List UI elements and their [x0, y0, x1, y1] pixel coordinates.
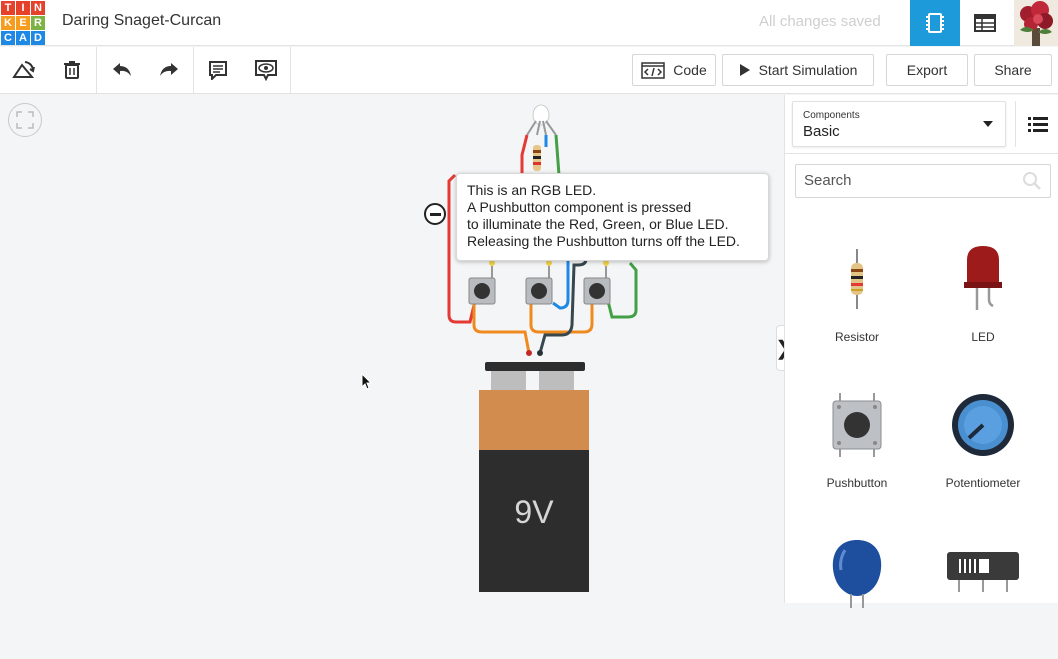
- eye-note-icon: [255, 60, 277, 81]
- minus-icon: [429, 212, 441, 216]
- logo-letter: D: [31, 31, 45, 45]
- component-capacitor[interactable]: [797, 529, 917, 659]
- pushbutton-2[interactable]: [525, 277, 553, 305]
- list-view-button[interactable]: [1015, 101, 1058, 147]
- top-header: T I N K E R C A D Daring Snaget-Curcan A…: [0, 0, 1058, 46]
- battery-9v[interactable]: 9V: [479, 362, 589, 592]
- logo-letter: I: [16, 1, 30, 15]
- components-dropdown-label: Components: [803, 110, 860, 121]
- resistor-icon: [851, 249, 863, 309]
- note-icon: [209, 61, 227, 80]
- wire-green[interactable]: [554, 134, 561, 176]
- wire-red[interactable]: [520, 134, 529, 175]
- component-slideswitch[interactable]: [923, 529, 1043, 659]
- circuit-view-button[interactable]: [910, 0, 960, 46]
- share-button[interactable]: Share: [974, 54, 1052, 86]
- slideswitch-icon: [947, 552, 1019, 592]
- start-simulation-button[interactable]: Start Simulation: [722, 54, 874, 86]
- fit-to-view-icon: [16, 111, 34, 129]
- logo-letter: N: [31, 1, 45, 15]
- play-icon: [739, 64, 750, 76]
- component-label: Potentiometer: [945, 476, 1021, 490]
- component-label: Resistor: [834, 330, 879, 344]
- note-line: to illuminate the Red, Green, or Blue LE…: [467, 216, 729, 232]
- save-status: All changes saved: [759, 13, 881, 30]
- toolbar-separator: [193, 47, 194, 94]
- pushbutton-icon: [832, 393, 882, 457]
- rgb-led[interactable]: [526, 104, 557, 136]
- note-line: A Pushbutton component is pressed: [467, 199, 692, 215]
- notes-button[interactable]: [205, 57, 231, 83]
- list-icon: [1027, 117, 1048, 132]
- component-search[interactable]: [795, 164, 1051, 198]
- caret-down-icon: [983, 121, 993, 127]
- potentiometer-icon: [952, 394, 1014, 456]
- workplane-canvas[interactable]: 9V This is an RGB LED. A Pushbutton comp…: [0, 95, 792, 603]
- undo-button[interactable]: [109, 57, 135, 83]
- pushbutton-1[interactable]: [468, 277, 496, 305]
- collapse-note-button[interactable]: [424, 203, 446, 225]
- code-button-label: Code: [673, 62, 707, 78]
- logo-letter: C: [1, 31, 15, 45]
- search-icon[interactable]: [1022, 171, 1042, 191]
- redo-icon: [160, 63, 178, 76]
- toolbar: Code Start Simulation Export Share: [0, 47, 1058, 94]
- export-button[interactable]: Export: [886, 54, 968, 86]
- circuit-diagram: 9V: [447, 104, 638, 592]
- component-pushbutton[interactable]: Pushbutton: [797, 383, 917, 513]
- logo-letter: K: [1, 16, 15, 30]
- rotate-icon: [12, 61, 35, 78]
- logo-letter: A: [16, 31, 30, 45]
- export-label: Export: [906, 62, 948, 78]
- pushbutton-3[interactable]: [583, 277, 611, 305]
- panel-divider: [785, 153, 1058, 154]
- capacitor-icon: [832, 540, 882, 608]
- component-led[interactable]: LED: [923, 237, 1043, 367]
- code-icon: [641, 61, 666, 79]
- logo-letter: E: [16, 16, 30, 30]
- share-label: Share: [994, 62, 1032, 78]
- logo-letter: R: [31, 16, 45, 30]
- toolbar-separator: [290, 47, 291, 94]
- led-icon: [964, 246, 1002, 310]
- component-label: LED: [971, 330, 995, 344]
- redo-button[interactable]: [156, 57, 182, 83]
- led-resistor[interactable]: [533, 145, 541, 171]
- battery-label: 9V: [514, 494, 554, 530]
- component-list-view-button[interactable]: [960, 0, 1010, 46]
- project-title[interactable]: Daring Snaget-Curcan: [62, 12, 222, 29]
- code-button[interactable]: Code: [632, 54, 716, 86]
- search-input[interactable]: [804, 172, 1004, 189]
- toolbar-separator: [96, 47, 97, 94]
- rotate-button[interactable]: [11, 57, 37, 83]
- mouse-cursor-icon: [361, 373, 373, 390]
- breadboard-icon: [926, 13, 944, 33]
- wire-orange[interactable]: [472, 303, 531, 354]
- tinkercad-logo[interactable]: T I N K E R C A D: [1, 1, 45, 45]
- table-icon: [974, 14, 996, 32]
- fit-view-button[interactable]: [8, 103, 42, 137]
- components-panel: Components Basic Resist: [784, 95, 1058, 608]
- logo-letter: T: [1, 1, 15, 15]
- wire-dark[interactable]: [538, 251, 588, 354]
- component-potentiometer[interactable]: Potentiometer: [923, 383, 1043, 513]
- components-dropdown[interactable]: Components Basic: [792, 101, 1006, 147]
- note-line: Releasing the Pushbutton turns off the L…: [467, 233, 740, 249]
- note-line: This is an RGB LED.: [467, 182, 597, 198]
- user-avatar[interactable]: [1014, 0, 1058, 46]
- trash-icon: [64, 61, 80, 79]
- circuit-note[interactable]: This is an RGB LED. A Pushbutton compone…: [456, 173, 769, 261]
- toggle-notes-visibility-button[interactable]: [253, 57, 279, 83]
- start-simulation-label: Start Simulation: [758, 62, 858, 78]
- component-label: Pushbutton: [826, 476, 888, 490]
- component-resistor[interactable]: Resistor: [797, 237, 917, 367]
- undo-icon: [113, 63, 131, 76]
- delete-button[interactable]: [59, 57, 85, 83]
- components-dropdown-value: Basic: [803, 123, 840, 140]
